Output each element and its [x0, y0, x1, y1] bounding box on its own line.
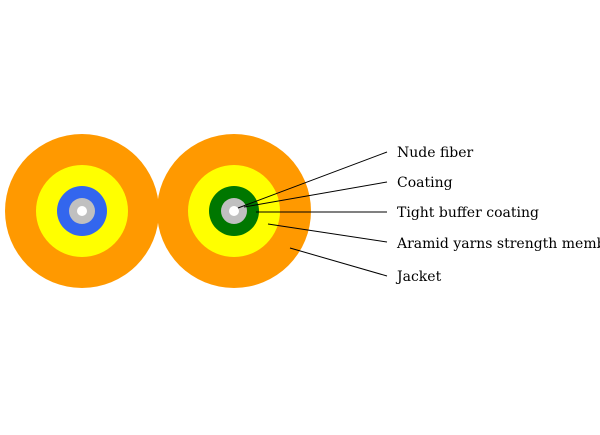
label-tight-buffer-coating: Tight buffer coating: [397, 205, 539, 221]
leader-line-jacket: [289, 247, 388, 277]
label-coating: Coating: [397, 175, 453, 191]
label-aramid-yarns: Aramid yarns strength member: [396, 236, 600, 252]
left-fiber-cross-section: [5, 134, 159, 288]
leader-lines: [237, 151, 388, 277]
leader-line-coating: [243, 181, 388, 208]
right-nude-fiber: [229, 206, 239, 216]
right-fiber-cross-section: [157, 134, 311, 288]
layer-labels: Nude fiber Coating Tight buffer coating …: [395, 145, 600, 285]
left-nude-fiber: [77, 206, 87, 216]
leader-line-nude-fiber: [237, 151, 388, 209]
label-jacket: Jacket: [395, 269, 442, 285]
leader-line-aramid: [267, 223, 388, 243]
label-nude-fiber: Nude fiber: [397, 145, 474, 161]
